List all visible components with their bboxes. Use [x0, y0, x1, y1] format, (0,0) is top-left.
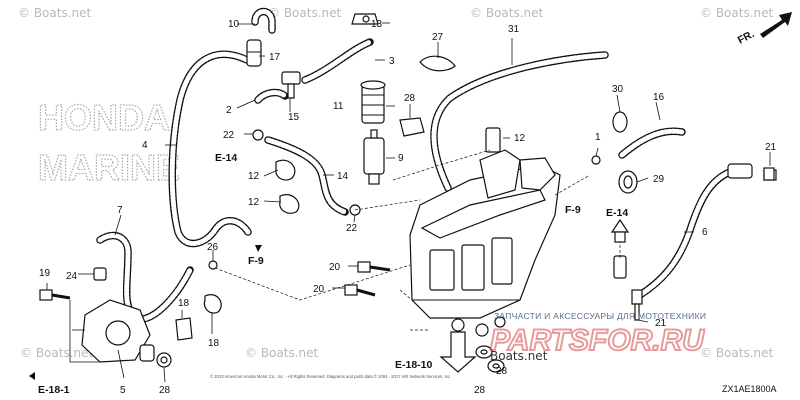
- brand-outline-logo: HONDA MARINE: [37, 96, 180, 188]
- footer: © 2013 American Honda Motor Co., Inc. - …: [210, 374, 777, 394]
- callout-1: 1: [595, 132, 601, 143]
- callout-25: 27: [432, 32, 444, 43]
- watermark-text: © Boats.net: [18, 6, 92, 20]
- watermark-text: © Boats.net: [700, 346, 774, 360]
- watermark-layer: © Boats.net © Boats.net © Boats.net © Bo…: [18, 6, 774, 360]
- section-ref-f9-left: F-9: [248, 255, 264, 267]
- callout-13: 13: [371, 19, 383, 30]
- hose-layer: [96, 7, 739, 323]
- watermark-text: © Boats.net: [268, 6, 342, 20]
- callout-11: 12: [514, 133, 526, 144]
- diagram-code: ZX1AE1800A: [722, 384, 777, 394]
- callout-28: 28: [496, 366, 508, 377]
- section-references: E-14 E-14 F-9 F-9 E-18-1 E-18-10: [38, 152, 628, 396]
- callout-16: 16: [653, 92, 665, 103]
- callout-28: 28: [474, 385, 486, 396]
- callout-2: 2: [226, 105, 232, 116]
- callout-5: 5: [120, 385, 126, 396]
- callout-21: 21: [765, 142, 777, 153]
- callout-9: 9: [398, 153, 404, 164]
- section-ref-e14-left: E-14: [215, 152, 237, 164]
- callout-19: 19: [39, 268, 51, 279]
- section-ref-f9-right: F-9: [565, 204, 581, 216]
- callout-22: 22: [223, 130, 235, 141]
- overlay-site-small: Boats.net: [490, 349, 548, 363]
- callout-3: 3: [389, 56, 395, 67]
- section-ref-e18-10: E-18-10: [395, 359, 433, 371]
- section-ref-e18-1: E-18-1: [38, 384, 70, 396]
- watermark-text: © Boats.net: [470, 6, 544, 20]
- callout-29: 29: [653, 174, 665, 185]
- overlay-branding: ЗАПЧАСТИ И АКСЕССУАРЫ ДЛЯ МОТОТЕХНИКИ PA…: [489, 311, 706, 363]
- overlay-site-logo: PARTSFOR.RU: [490, 324, 705, 357]
- callout-4: 4: [142, 140, 148, 151]
- callout-6: 6: [702, 227, 708, 238]
- callout-15: 15: [288, 112, 300, 123]
- part-callouts: 10 13 31 27 17 3 2 15 11 28 22 12 1 30 1…: [39, 19, 777, 396]
- section-ref-e14-right: E-14: [606, 207, 628, 219]
- callout-26: 28: [159, 385, 171, 396]
- callout-12: 12: [248, 197, 260, 208]
- callout-20: 20: [313, 284, 325, 295]
- brand-line-marine: MARINE: [38, 147, 180, 188]
- callout-18: 18: [208, 338, 220, 349]
- overlay-ru-caption: ЗАПЧАСТИ И АКСЕССУАРЫ ДЛЯ МОТОТЕХНИКИ: [494, 311, 706, 321]
- assembly-guides: [214, 149, 621, 331]
- callout-23: 24: [66, 271, 78, 282]
- callout-27: 28: [404, 93, 416, 104]
- callout-21: 21: [655, 318, 667, 329]
- callout-12: 12: [248, 171, 260, 182]
- callout-20: 20: [329, 262, 341, 273]
- watermark-text: © Boats.net: [245, 346, 319, 360]
- callout-17: 17: [269, 52, 281, 63]
- callout-14: 14: [337, 171, 349, 182]
- forward-label: FR.: [736, 28, 757, 47]
- leader-lines: [46, 22, 771, 383]
- callout-7: 7: [117, 205, 123, 216]
- callout-31: 31: [508, 24, 520, 35]
- callout-24: 26: [207, 242, 219, 253]
- section-arrows: [29, 218, 630, 380]
- copyright-line: © 2013 American Honda Motor Co., Inc. - …: [210, 374, 451, 379]
- callout-18: 18: [178, 298, 190, 309]
- callout-30: 30: [612, 84, 624, 95]
- callout-10: 11: [333, 101, 344, 112]
- watermark-text: © Boats.net: [700, 6, 774, 20]
- callout-22: 22: [346, 223, 358, 234]
- callout-8: 10: [228, 19, 240, 30]
- watermark-text: © Boats.net: [20, 346, 94, 360]
- brand-line-honda: HONDA: [38, 97, 170, 138]
